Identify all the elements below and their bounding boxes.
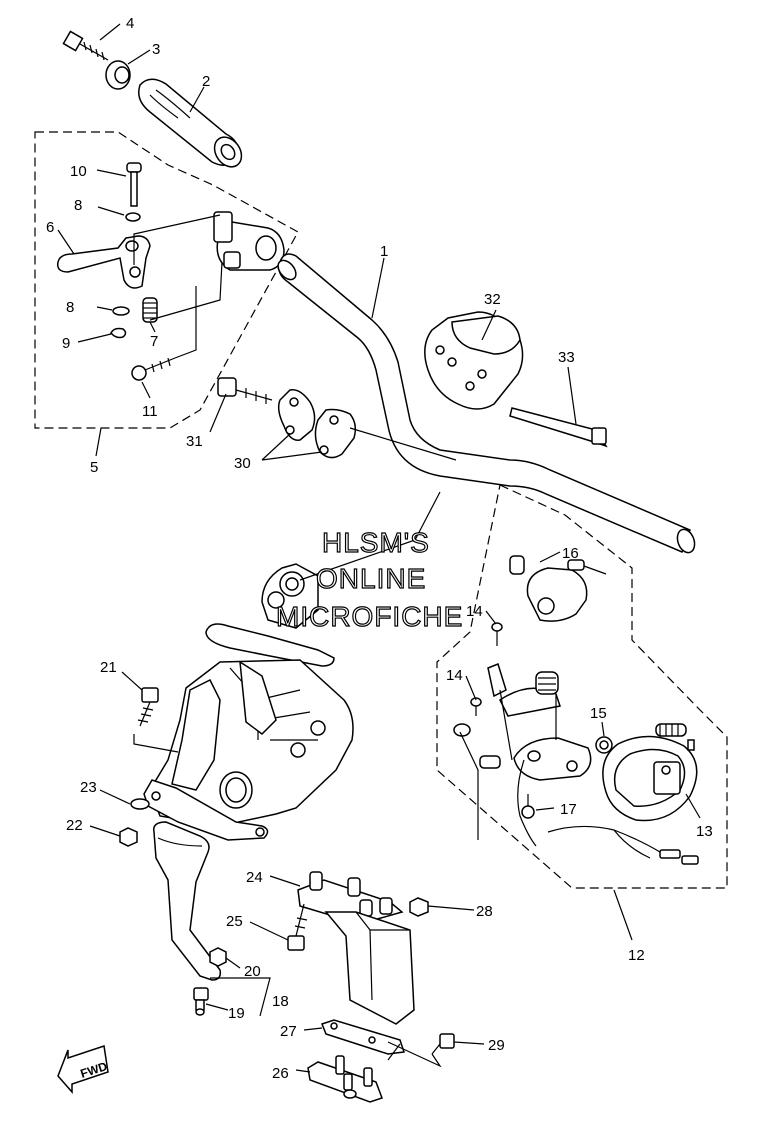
throttle-lever-6	[56, 235, 151, 289]
label-8-top: 8	[74, 197, 82, 214]
grip-2	[138, 78, 243, 168]
label-29: 29	[488, 1037, 505, 1054]
label-22: 22	[66, 817, 83, 834]
washer-3	[105, 60, 131, 90]
label-32: 32	[484, 291, 501, 308]
label-1: 1	[380, 243, 388, 260]
steering-column	[143, 563, 354, 981]
group-5-outline	[34, 131, 299, 429]
handlebar-1	[277, 253, 696, 554]
label-7: 7	[150, 333, 158, 350]
label-16: 16	[562, 545, 579, 562]
bracket-26	[307, 1055, 383, 1103]
label-31: 31	[186, 433, 203, 450]
label-18: 18	[272, 993, 289, 1010]
label-15: 15	[590, 705, 607, 722]
label-14-lower: 14	[446, 667, 463, 684]
label-33: 33	[558, 349, 575, 366]
label-12: 12	[628, 947, 645, 964]
leader-lines	[57, 23, 701, 1073]
screw-17	[521, 794, 535, 819]
bolt-4	[62, 30, 109, 61]
label-26: 26	[272, 1065, 289, 1082]
label-24: 24	[246, 869, 263, 886]
nut-20	[209, 947, 227, 967]
label-14-upper: 14	[466, 603, 483, 620]
handlebar-pad-32	[424, 311, 524, 410]
watermark-line-1: HLSM'S	[322, 527, 430, 558]
bolt-29	[431, 1033, 455, 1055]
watermark-line-2: ONLINE	[316, 563, 426, 594]
label-28: 28	[476, 903, 493, 920]
bolt-19	[193, 987, 209, 1016]
washer-8-bottom	[112, 306, 130, 316]
wiring-harness	[547, 825, 699, 865]
label-19: 19	[228, 1005, 245, 1022]
label-2: 2	[202, 73, 210, 90]
nut-28	[409, 897, 429, 917]
bolt-21	[137, 687, 159, 727]
bracket-24	[297, 871, 415, 1025]
label-21: 21	[100, 659, 117, 676]
part-number-labels: 4 3 2 10 8 6 8 9 7 11 5 31 30 1 32 33 16…	[46, 15, 713, 1082]
bolt-25	[287, 903, 308, 951]
label-10: 10	[70, 163, 87, 180]
handlebar-clamps-30	[277, 389, 357, 459]
group-12-outline	[436, 484, 728, 889]
nut-22	[119, 827, 138, 847]
watermark: HLSM'S ONLINE MICROFICHE	[275, 526, 463, 632]
label-30: 30	[234, 455, 251, 472]
start-stop-switch-16	[509, 555, 607, 622]
plate-27	[321, 1019, 406, 1055]
label-8-bottom: 8	[66, 299, 74, 316]
washer-8-top	[125, 212, 141, 222]
strap-33	[509, 407, 608, 448]
screw-11	[131, 357, 176, 381]
screw-14-upper	[491, 622, 503, 646]
lanyard-switch-13	[602, 723, 698, 822]
screw-14-lower	[470, 697, 482, 716]
clip-9	[110, 327, 127, 339]
throttle-housing	[213, 211, 285, 271]
washer-23	[130, 798, 150, 810]
label-3: 3	[152, 41, 160, 58]
label-5: 5	[90, 459, 98, 476]
label-27: 27	[280, 1023, 297, 1040]
pin-10	[126, 162, 142, 207]
switch-internals	[453, 663, 592, 847]
watermark-line-3: MICROFICHE	[276, 601, 463, 632]
label-13: 13	[696, 823, 713, 840]
fwd-arrow-icon: FWD	[57, 1045, 109, 1094]
nut-15	[595, 736, 613, 754]
label-11: 11	[142, 403, 158, 420]
label-6: 6	[46, 219, 54, 236]
label-9: 9	[62, 335, 70, 352]
label-20: 20	[244, 963, 261, 980]
label-23: 23	[80, 779, 97, 796]
label-4: 4	[126, 15, 134, 32]
bolt-31	[217, 377, 273, 404]
label-25: 25	[226, 913, 243, 930]
label-17: 17	[560, 801, 577, 818]
